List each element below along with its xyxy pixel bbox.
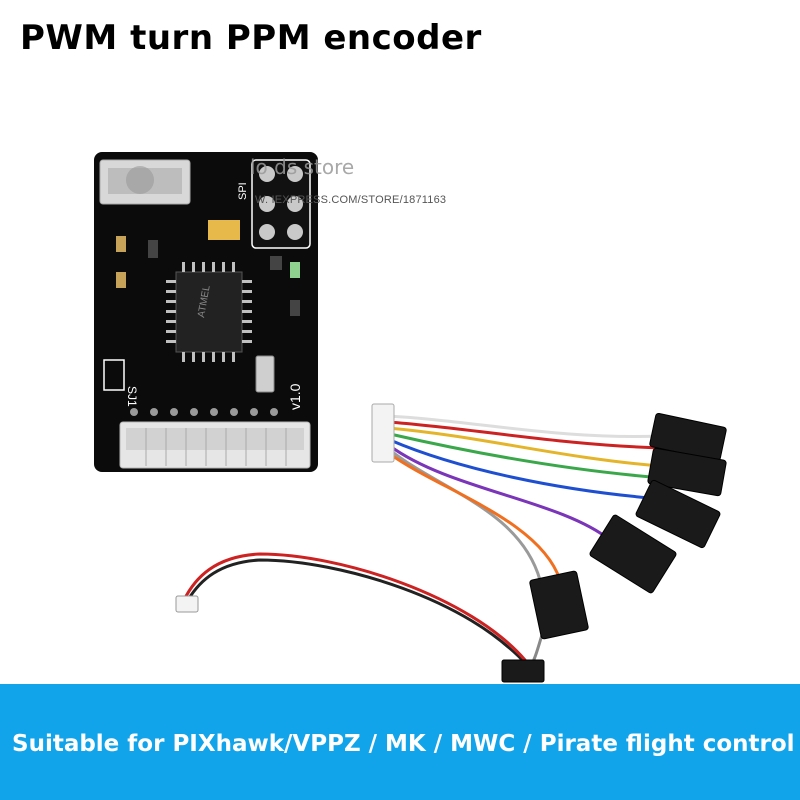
version-label: v1.0 <box>287 383 303 410</box>
info-banner <box>0 684 800 800</box>
product-photo: SPI ATMEL SJ1 v1.0 <box>94 152 727 683</box>
banner-text: Suitable for PIXhawk/VPPZ / MK / MWC / P… <box>12 731 795 757</box>
servo-plugs <box>501 412 727 683</box>
jst-connector <box>371 403 395 463</box>
cable-harness <box>182 413 666 670</box>
spi-label: SPI <box>237 182 249 200</box>
store-watermark: lo ds store <box>250 155 355 179</box>
small-connector <box>175 595 199 613</box>
encoder-board: SPI ATMEL SJ1 v1.0 <box>94 152 318 472</box>
sj1-label: SJ1 <box>125 386 139 407</box>
store-url-watermark: W. IEXPRESS.COM/STORE/1871163 <box>255 194 447 206</box>
page-title: PWM turn PPM encoder <box>20 18 482 58</box>
